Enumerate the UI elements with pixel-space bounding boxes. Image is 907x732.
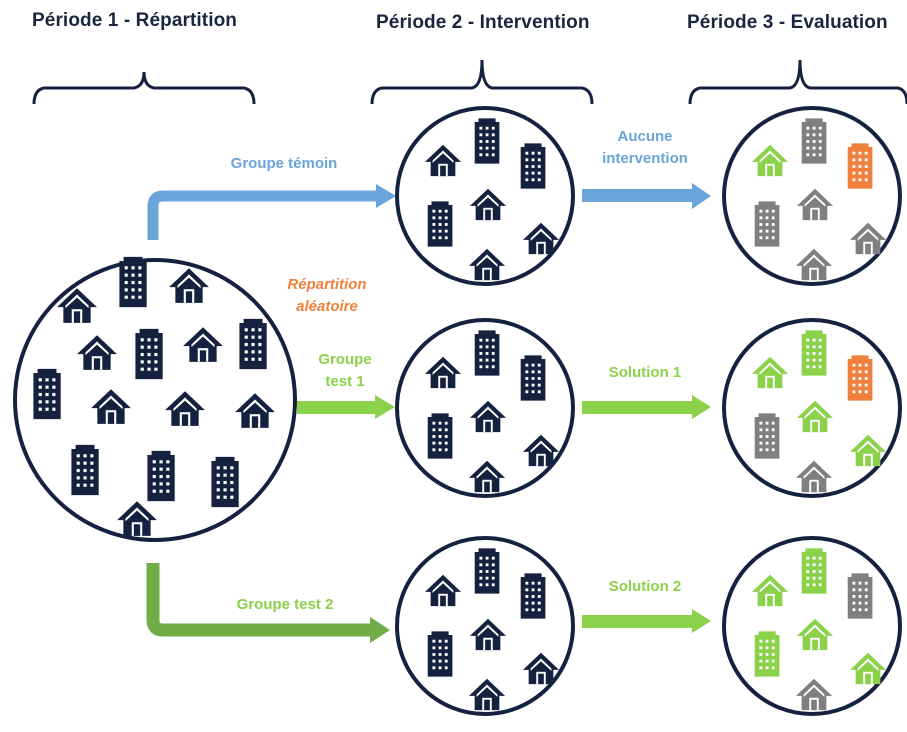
building-icon: [427, 201, 453, 247]
label-no-intervention-line-2: intervention: [602, 150, 688, 167]
arrow-solution-2: [582, 615, 694, 628]
arrow-test-group-2: [146, 563, 372, 637]
building-icon: [754, 631, 780, 677]
building-icon: [33, 368, 61, 420]
period-2-title: Période 2 - Intervention: [376, 12, 590, 33]
label-test1-line-2: test 1: [325, 373, 365, 390]
arrowhead-solution-1: [692, 395, 711, 419]
label-test1-line-1: Groupe: [318, 351, 372, 368]
building-icon: [754, 201, 780, 247]
building-icon: [520, 573, 546, 619]
label-solution-2: Solution 2: [608, 578, 682, 595]
building-icon: [474, 548, 500, 594]
building-icon: [239, 318, 267, 370]
label-test-group-1: Groupe test 1: [300, 349, 390, 393]
building-icon: [211, 456, 239, 508]
brace-period-2: [370, 59, 594, 105]
period-1-title: Période 1 - Répartition: [32, 10, 238, 31]
arrowhead-control-group: [376, 184, 396, 208]
brace-period-1: [32, 71, 256, 105]
building-icon: [801, 118, 827, 164]
label-random-line-1: Répartition: [287, 276, 367, 293]
arrowhead-test-group-2: [370, 617, 390, 643]
building-icon: [71, 444, 99, 496]
arrowhead-no-intervention: [692, 183, 711, 209]
label-test-group-2: Groupe test 2: [236, 596, 334, 613]
label-random-line-2: aléatoire: [296, 298, 358, 315]
brace-period-3: [688, 59, 907, 105]
building-icon: [754, 413, 780, 459]
building-icon: [474, 118, 500, 164]
building-icon: [520, 143, 546, 189]
building-icon: [847, 143, 873, 189]
arrowhead-test-group-1: [375, 395, 395, 419]
label-no-intervention: Aucune intervention: [590, 126, 700, 170]
building-icon: [427, 413, 453, 459]
arrowhead-solution-2: [692, 609, 711, 633]
label-control-group: Groupe témoin: [230, 155, 338, 172]
building-icon: [427, 631, 453, 677]
arrow-control-group: [147, 190, 378, 240]
building-icon: [520, 355, 546, 401]
building-icon: [847, 573, 873, 619]
building-icon: [801, 330, 827, 376]
arrow-test-group-1: [297, 401, 377, 414]
building-icon: [147, 450, 175, 502]
label-random-assignment: Répartition aléatoire: [272, 274, 382, 318]
building-icon: [474, 330, 500, 376]
label-solution-1: Solution 1: [608, 364, 682, 381]
building-icon: [119, 256, 147, 308]
arrow-solution-1: [582, 401, 694, 414]
building-icon: [847, 355, 873, 401]
building-icon: [135, 328, 163, 380]
building-icon: [801, 548, 827, 594]
label-no-intervention-line-1: Aucune: [617, 128, 673, 145]
period-3-title: Période 3 - Evaluation: [687, 12, 888, 33]
arrow-no-intervention: [582, 189, 694, 202]
